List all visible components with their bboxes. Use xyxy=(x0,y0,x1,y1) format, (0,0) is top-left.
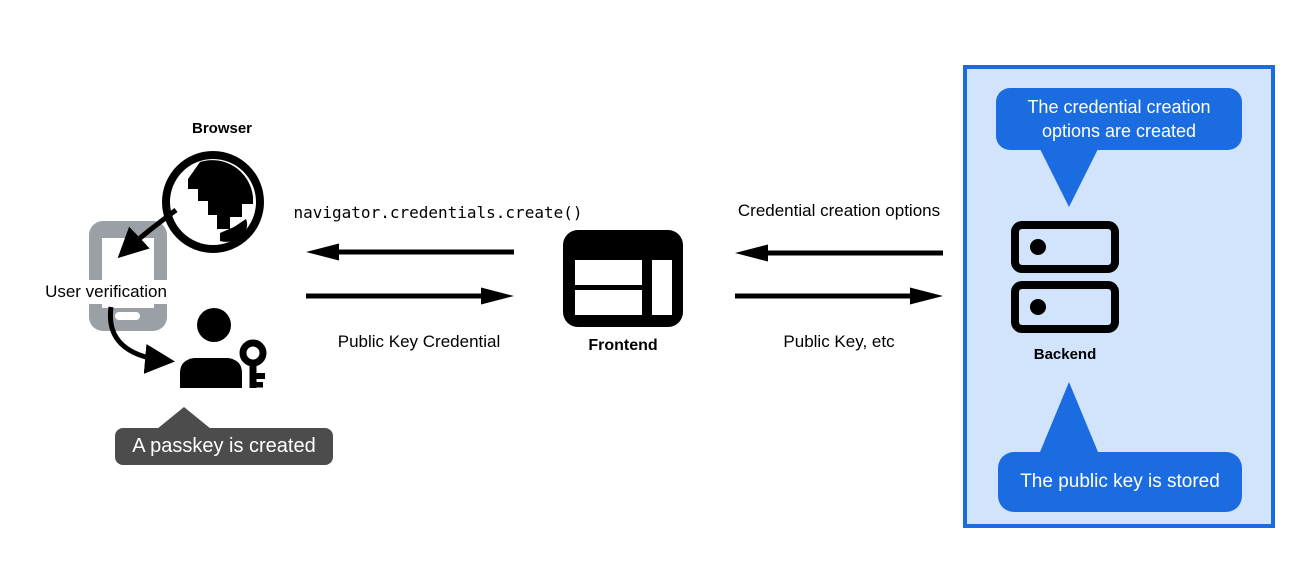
public-key-etc-label: Public Key, etc xyxy=(783,332,895,351)
arrow-frontend-to-backend xyxy=(735,287,943,305)
backend-label: Backend xyxy=(1033,346,1097,363)
arrow-browser-to-frontend xyxy=(306,287,514,305)
globe-icon xyxy=(162,151,264,253)
arrow-frontend-to-browser xyxy=(306,243,514,261)
callout-top-pointer xyxy=(1040,149,1098,207)
browser-label: Browser xyxy=(191,120,253,137)
arrow-device-to-user xyxy=(107,306,175,374)
callout-public-key-stored-text: The public key is stored xyxy=(1020,470,1220,492)
server-stack-icon xyxy=(1011,221,1119,333)
callout-credential-options: The credential creation options are crea… xyxy=(996,88,1242,150)
callout-bottom-pointer xyxy=(1040,382,1098,452)
credential-creation-options-label: Credential creation options xyxy=(737,201,941,220)
user-verification-label: User verification xyxy=(30,280,182,304)
public-key-credential-label: Public Key Credential xyxy=(337,332,501,351)
callout-public-key-stored: The public key is stored xyxy=(998,452,1242,512)
callout-credential-options-text: The credential creation options are crea… xyxy=(1027,96,1211,141)
person-with-key-icon xyxy=(180,308,267,388)
create-call-label: navigator.credentials.create() xyxy=(293,203,583,222)
arrow-backend-to-frontend xyxy=(735,244,943,262)
browser-window-icon xyxy=(563,230,683,327)
tooltip-pointer xyxy=(157,407,211,429)
arrow-browser-to-device xyxy=(117,208,178,259)
frontend-label: Frontend xyxy=(588,337,658,354)
backend-panel: The credential creation options are crea… xyxy=(963,65,1275,528)
passkey-created-tooltip: A passkey is created xyxy=(115,428,333,465)
